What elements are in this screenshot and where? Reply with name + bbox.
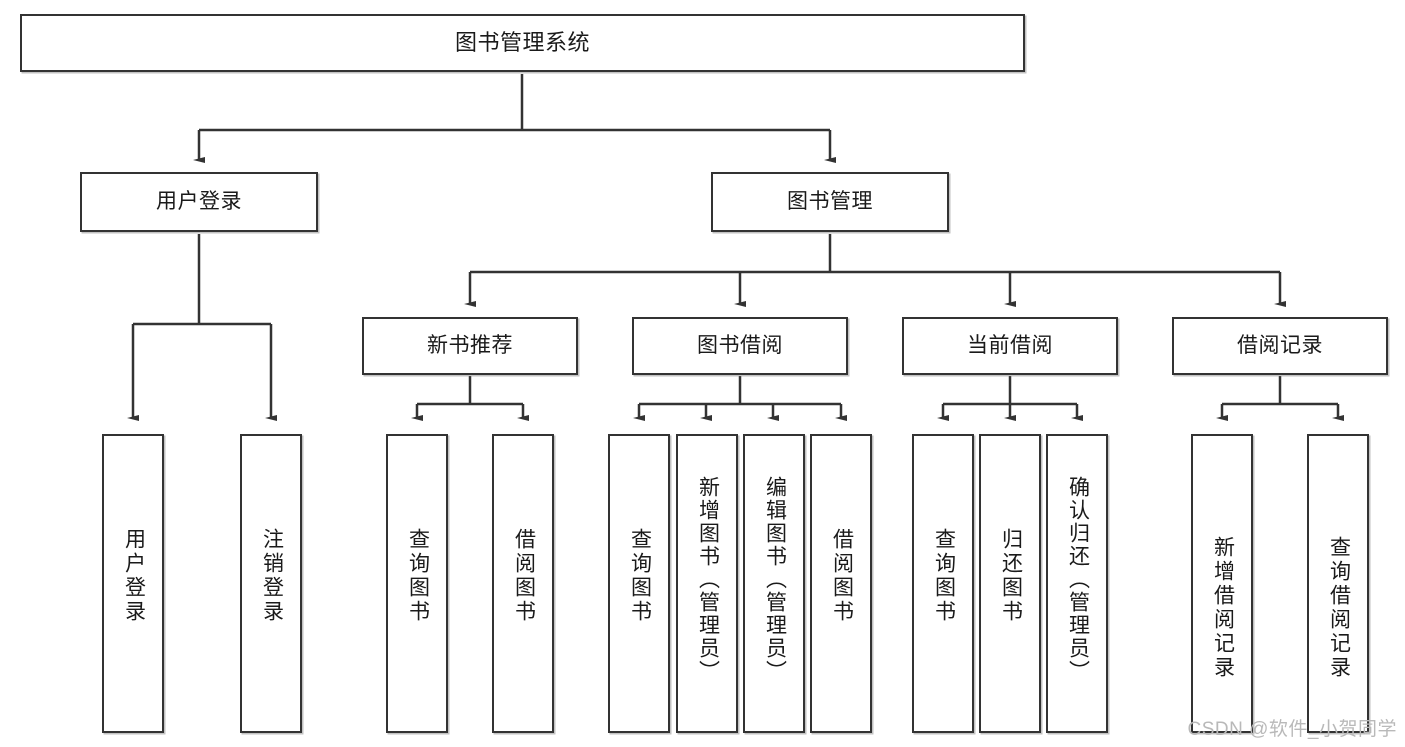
node-book-manage[interactable]: 图书管理 (711, 172, 949, 232)
node-leaf-query-book-3[interactable]: 查询图书 (912, 434, 974, 733)
node-leaf-return-book[interactable]: 归还图书 (979, 434, 1041, 733)
node-borrow-record[interactable]: 借阅记录 (1172, 317, 1388, 375)
node-book-manage-label: 图书管理 (787, 190, 873, 214)
node-leaf-borrow-book-1[interactable]: 借阅图书 (492, 434, 554, 733)
node-leaf-user-login-label: 用户登录 (122, 528, 146, 624)
node-leaf-query-book-3-label: 查询图书 (932, 528, 956, 624)
node-leaf-confirm-return[interactable]: 确认归还（管理员） (1046, 434, 1108, 733)
node-leaf-query-record[interactable]: 查询借阅记录 (1307, 434, 1369, 733)
node-leaf-query-book-1-label: 查询图书 (406, 528, 430, 624)
node-leaf-add-book[interactable]: 新增图书（管理员） (676, 434, 738, 733)
node-leaf-query-record-label: 查询借阅记录 (1327, 536, 1351, 680)
node-leaf-add-record[interactable]: 新增借阅记录 (1191, 434, 1253, 733)
watermark-text: CSDN @软件_小贺同学 (1187, 719, 1397, 740)
node-leaf-query-book-2-label: 查询图书 (628, 528, 652, 624)
node-borrow-record-label: 借阅记录 (1237, 334, 1323, 358)
node-leaf-confirm-return-label: 确认归还（管理员） (1066, 476, 1090, 683)
node-leaf-logout[interactable]: 注销登录 (240, 434, 302, 733)
node-leaf-query-book-1[interactable]: 查询图书 (386, 434, 448, 733)
node-leaf-add-book-label: 新增图书（管理员） (696, 476, 720, 683)
node-leaf-return-book-label: 归还图书 (999, 528, 1023, 624)
node-leaf-borrow-book-1-label: 借阅图书 (512, 528, 536, 624)
node-leaf-edit-book[interactable]: 编辑图书（管理员） (743, 434, 805, 733)
node-leaf-user-login[interactable]: 用户登录 (102, 434, 164, 733)
node-leaf-edit-book-label: 编辑图书（管理员） (763, 476, 787, 683)
node-current-borrow[interactable]: 当前借阅 (902, 317, 1118, 375)
node-new-book-recommend-label: 新书推荐 (427, 334, 513, 358)
node-leaf-borrow-book-2-label: 借阅图书 (830, 528, 854, 624)
node-user-login-label: 用户登录 (156, 190, 242, 214)
node-new-book-recommend[interactable]: 新书推荐 (362, 317, 578, 375)
node-leaf-add-record-label: 新增借阅记录 (1211, 536, 1235, 680)
node-user-login[interactable]: 用户登录 (80, 172, 318, 232)
node-book-borrow-label: 图书借阅 (697, 334, 783, 358)
node-leaf-query-book-2[interactable]: 查询图书 (608, 434, 670, 733)
node-root-system-label: 图书管理系统 (454, 29, 590, 55)
node-book-borrow[interactable]: 图书借阅 (632, 317, 848, 375)
node-current-borrow-label: 当前借阅 (967, 334, 1053, 358)
node-root-system[interactable]: 图书管理系统 (20, 14, 1025, 72)
node-leaf-logout-label: 注销登录 (260, 528, 284, 624)
node-leaf-borrow-book-2[interactable]: 借阅图书 (810, 434, 872, 733)
